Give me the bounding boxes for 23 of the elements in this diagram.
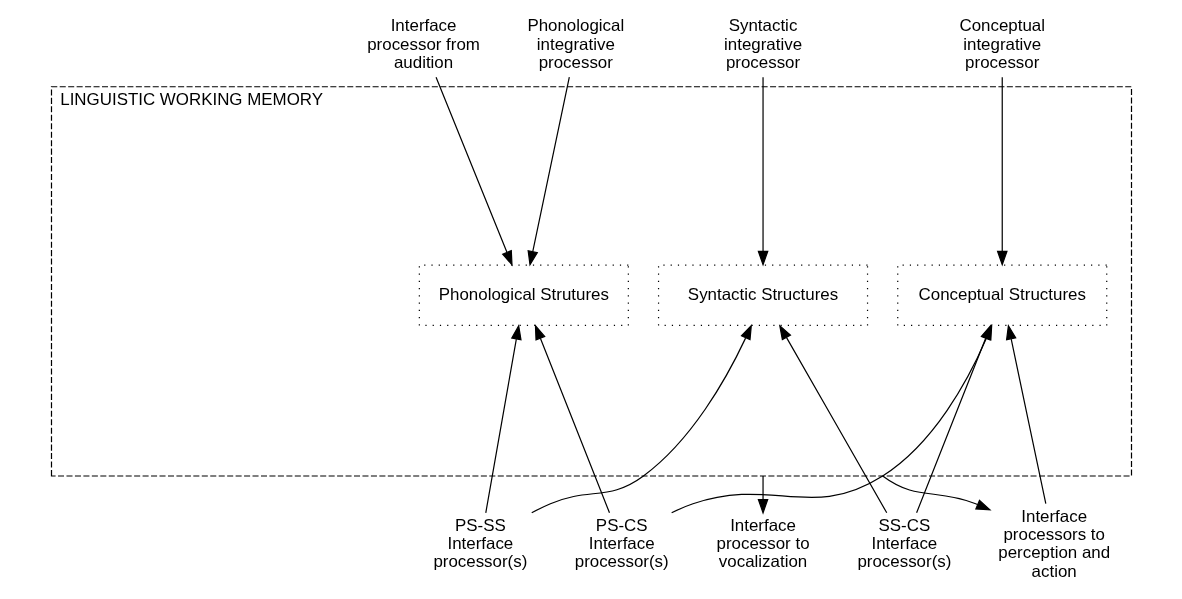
node-text: Interface processor from audition [366, 16, 480, 72]
node-text: Phonological integrative processor [526, 16, 624, 72]
arrow [526, 76, 570, 267]
node-text: PS-CS Interface processor(s) [574, 516, 669, 572]
node-box: Phonological Strutures [418, 264, 629, 327]
arrow [778, 324, 887, 514]
node-text: Interface processors to perception and action [997, 507, 1110, 581]
node-text: Conceptual integrative processor [958, 16, 1045, 72]
node-box: Syntactic Structures [657, 264, 868, 327]
arrow [757, 76, 769, 267]
node-text: Interface processor to vocalization [716, 516, 810, 572]
arrow [484, 324, 522, 514]
arrow [757, 475, 769, 515]
node-text: SS-CS Interface processor(s) [856, 516, 951, 572]
node-text: Syntactic integrative processor [723, 16, 802, 72]
arrow [530, 323, 752, 514]
arrow [1005, 324, 1046, 505]
arrow [996, 76, 1008, 267]
node-text: PS-SS Interface processor(s) [432, 516, 527, 572]
arrow [534, 324, 610, 514]
arrow [434, 76, 513, 267]
arrow [881, 475, 992, 511]
node-box: Conceptual Structures [896, 264, 1107, 327]
